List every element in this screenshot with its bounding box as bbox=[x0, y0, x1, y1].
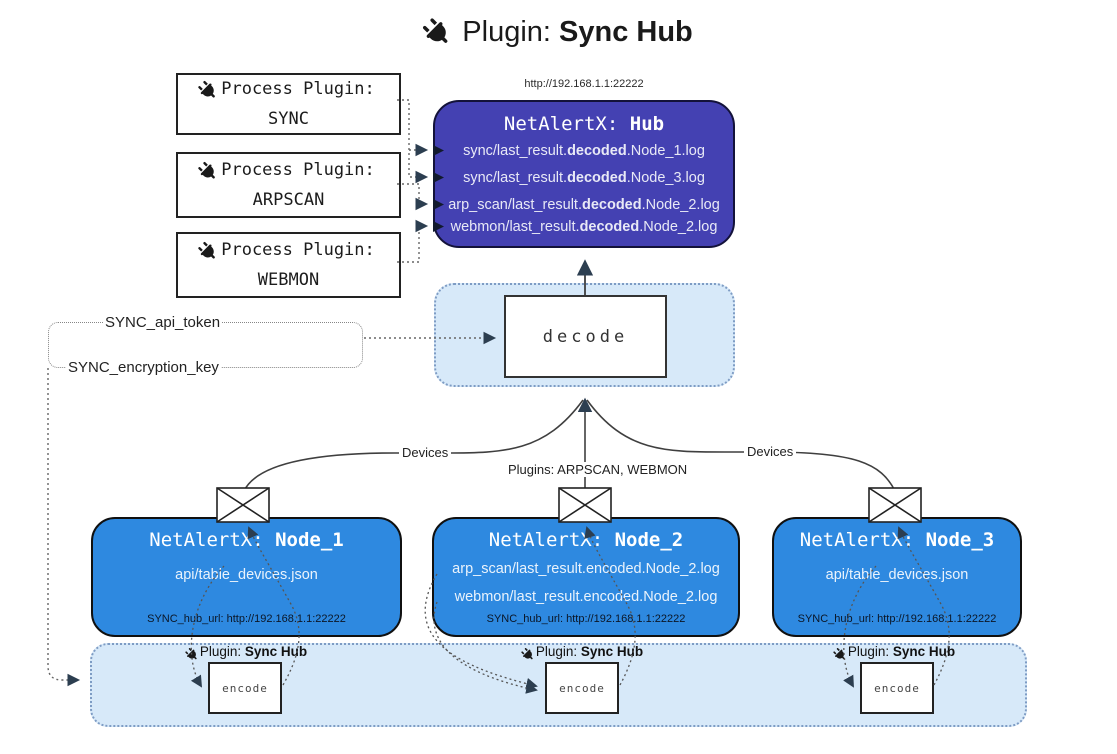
process-plugin-arpscan: Process Plugin: ARPSCAN bbox=[176, 152, 401, 218]
page-title: Plugin: Sync Hub bbox=[0, 16, 1117, 49]
node2-file: arp_scan/last_result.encoded.Node_2.log bbox=[452, 561, 720, 577]
encoder1-label: Plugin: Sync Hub bbox=[147, 644, 347, 663]
plug-icon bbox=[831, 645, 852, 666]
process-plugin-name: SYNC bbox=[268, 109, 309, 129]
hub-log-line: sync/last_result.decoded.Node_1.log bbox=[463, 143, 705, 159]
plugin-to-hub-connectors bbox=[397, 99, 429, 263]
page-title-name: Sync Hub bbox=[559, 16, 693, 48]
devices-label-right: Devices bbox=[744, 444, 797, 459]
node3-box: NetAlertX: Node_3 api/table_devices.json… bbox=[772, 517, 1022, 637]
node2-title: NetAlertX: Node_2 bbox=[488, 529, 684, 551]
node1-file: api/table_devices.json bbox=[175, 567, 318, 583]
node3-hub-url: SYNC_hub_url: http://192.168.1.1:22222 bbox=[797, 613, 997, 625]
process-plugin-sync: Process Plugin: SYNC bbox=[176, 73, 401, 135]
node2-box: NetAlertX: Node_2 arp_scan/last_result.e… bbox=[432, 517, 740, 637]
process-plugin-name: WEBMON bbox=[257, 270, 320, 290]
node1-hub-url: SYNC_hub_url: http://192.168.1.1:22222 bbox=[147, 613, 346, 625]
encode1-box: encode bbox=[208, 662, 282, 714]
plug-icon bbox=[195, 157, 228, 190]
encoder3-label: Plugin: Sync Hub bbox=[795, 644, 995, 663]
encoder2-label: Plugin: Sync Hub bbox=[483, 644, 683, 663]
node3-file: api/table_devices.json bbox=[825, 567, 969, 583]
process-plugin-label: Process Plugin: bbox=[221, 79, 375, 99]
hub-url: http://192.168.1.1:22222 bbox=[524, 78, 644, 90]
node2-hub-url: SYNC_hub_url: http://192.168.1.1:22222 bbox=[486, 613, 686, 625]
plug-icon bbox=[195, 76, 228, 109]
devices-label-left: Devices bbox=[399, 445, 452, 460]
encode2-box: encode bbox=[545, 662, 619, 714]
hub-log-line: webmon/last_result.decoded.Node_2.log bbox=[450, 219, 718, 235]
process-plugin-label: Process Plugin: bbox=[221, 160, 375, 180]
hub-title: NetAlertX: Hub bbox=[503, 113, 665, 135]
node1-box: NetAlertX: Node_1 api/table_devices.json… bbox=[91, 517, 402, 637]
hub-box: NetAlertX: Hub sync/last_result.decoded.… bbox=[433, 100, 735, 248]
sync-encryption-key-label: SYNC_encryption_key bbox=[66, 359, 221, 376]
node3-title: NetAlertX: Node_3 bbox=[799, 529, 995, 551]
hub-log-line: arp_scan/last_result.decoded.Node_2.log bbox=[448, 197, 720, 213]
node2-file: webmon/last_result.encoded.Node_2.log bbox=[454, 589, 718, 605]
decode-box: decode bbox=[504, 295, 667, 378]
node1-title: NetAlertX: Node_1 bbox=[149, 529, 344, 551]
plugins-label-center: Plugins: ARPSCAN, WEBMON bbox=[505, 462, 691, 477]
plug-icon bbox=[418, 11, 460, 53]
hub-log-line: sync/last_result.decoded.Node_3.log bbox=[463, 170, 705, 186]
process-plugin-label: Process Plugin: bbox=[221, 240, 375, 260]
encode3-box: encode bbox=[860, 662, 934, 714]
process-plugin-webmon: Process Plugin: WEBMON bbox=[176, 232, 401, 298]
plug-icon bbox=[195, 237, 228, 270]
node3-devices-curve bbox=[586, 399, 896, 492]
keys-to-encoder-arrow bbox=[47, 368, 81, 687]
sync-api-token-label: SYNC_api_token bbox=[103, 314, 223, 331]
process-plugin-name: ARPSCAN bbox=[252, 190, 325, 210]
page-title-prefix: Plugin: bbox=[462, 16, 560, 48]
